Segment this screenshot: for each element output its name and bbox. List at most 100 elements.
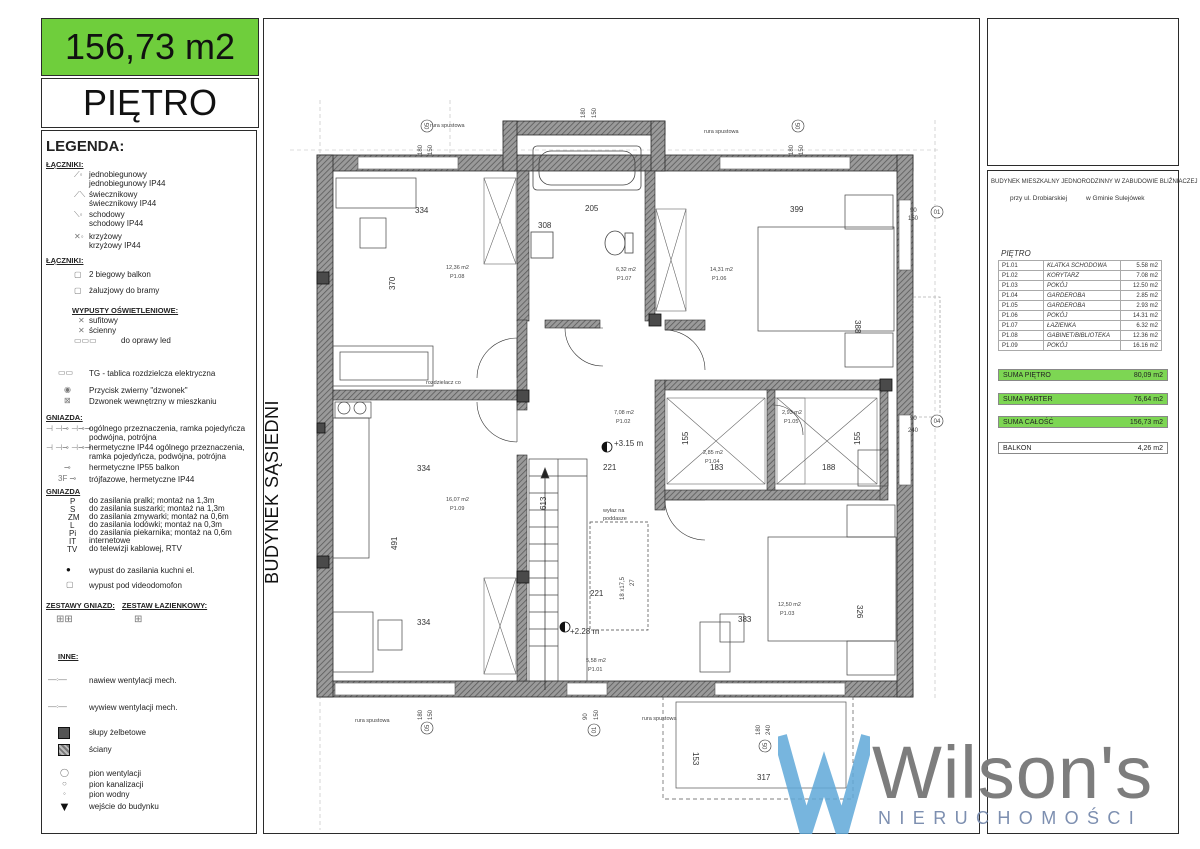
dim-180-a: 180 [418, 144, 424, 155]
dim-90-b: 90 [910, 416, 917, 422]
code-p: P [70, 497, 76, 506]
legend-switch-4: świecznikowy IP44 [89, 199, 157, 208]
svg-text:2,93 m2: 2,93 m2 [782, 410, 802, 416]
legend-switch-2: jednobiegunowy IP44 [89, 179, 166, 188]
kitchen-outlet-icon: ● [66, 565, 71, 574]
code-tv: TV [67, 545, 78, 554]
interior-walls [332, 170, 889, 682]
sockets2-heading: GNIAZDA [46, 487, 81, 496]
wall-swatch [58, 744, 70, 756]
stair-switch-icon: ⟍◦ [74, 210, 83, 219]
ceiling-light-icon: ✕ [78, 316, 85, 325]
bell-button-icon: ◉ [64, 385, 71, 394]
level-lower: +2.28 m [570, 627, 599, 636]
legend-socket-6: trójfazowe, hermetyczne IP44 [89, 475, 195, 484]
legend-socket-4: ramka pojedyńcza, podwójna, potrójna [89, 452, 226, 461]
wall-light-icon: ✕ [78, 326, 85, 335]
three-phase-socket-icon: 3F ⊸ [58, 474, 77, 483]
svg-text:P1.08: P1.08 [450, 274, 464, 280]
legend-socket2-5: do zasilania piekarnika; montaż na 0,6m [89, 528, 232, 537]
legend-socket2-2: do zasilania suszarki; montaż na 1,3m [89, 504, 225, 513]
code-zm: ZM [68, 513, 80, 522]
dim-183: 183 [710, 463, 724, 472]
svg-text:12,36 m2: 12,36 m2 [446, 265, 469, 271]
socket-ip44-icon: ⊣ ⊣⊸ ⊣⊸⊸ [46, 443, 92, 452]
svg-text:01: 01 [934, 210, 941, 216]
column-swatch [58, 727, 70, 739]
switches-heading: ŁĄCZNIKI: [46, 160, 84, 169]
switches2-heading: ŁĄCZNIKI: [46, 256, 84, 265]
svg-text:rura spustowa: rura spustowa [355, 718, 390, 724]
legend-socket2-6: internetowe [89, 536, 131, 545]
dim-150: 150 [908, 216, 919, 222]
exhaust-vent-icon: —◦— [48, 702, 67, 711]
legend-socket2-4: do zasilania lodówki; montaż na 0,3m [89, 520, 222, 529]
svg-text:P1.07: P1.07 [617, 276, 631, 282]
dim-steps: 18 x17,5 [620, 576, 626, 600]
dim-491: 491 [390, 536, 399, 550]
svg-text:P1.09: P1.09 [450, 506, 464, 512]
chandelier-switch-icon: ⟋⟍ [74, 190, 86, 199]
legend-light-1: sufitowy [89, 316, 118, 325]
lights-heading: WYPUSTY OŚWIETLENIOWE: [72, 306, 179, 315]
outer-walls [316, 120, 914, 698]
legend-other-7: pion wodny [89, 790, 130, 799]
floor-plan-frame [263, 18, 980, 834]
bell-icon: ⊠ [64, 396, 71, 405]
switchboard-icon: ▭▭ [58, 368, 74, 377]
legend-socket2-7: do telewizji kablowej, RTV [89, 544, 182, 553]
legend-switch-8: krzyżowy IP44 [89, 241, 141, 250]
total-area-value: 156,73 m2 [64, 26, 236, 67]
title-block-top [987, 18, 1179, 166]
legend-misc-3: Dzwonek wewnętrzny w mieszkaniu [89, 397, 217, 406]
videophone-icon: ▢ [66, 580, 74, 589]
floor-title-box: PIĘTRO [41, 78, 259, 128]
dim-613: 613 [539, 496, 548, 510]
legend-switch-7: krzyżowy [89, 232, 122, 241]
dim-27: 27 [630, 579, 636, 586]
svg-text:rozdzielacz co: rozdzielacz co [426, 380, 461, 386]
dim-90-c: 90 [583, 713, 589, 720]
beds [757, 194, 897, 676]
legend-socket2-3: do zasilania zmywarki; montaż na 0,6m [89, 512, 229, 521]
legend-other-6: pion kanalizacji [89, 780, 144, 789]
svg-text:05: 05 [425, 724, 431, 731]
legend-switch-3: świecznikowy [89, 190, 138, 199]
svg-text:wyłaz na: wyłaz na [602, 508, 625, 514]
dim-399: 399 [790, 205, 804, 214]
vent-riser-icon: ◯ [60, 768, 69, 777]
legend-socket-2: podwójna, potrójna [89, 433, 157, 442]
entrance-icon: ▼ [58, 799, 71, 814]
info-panel [987, 170, 1179, 834]
svg-text:7,08 m2: 7,08 m2 [614, 410, 634, 416]
doors [476, 327, 804, 541]
dim-240-b: 240 [766, 724, 772, 735]
bathroom-set-heading: ZESTAW ŁAZIENKOWY: [122, 601, 208, 610]
dim-221-a: 221 [603, 463, 617, 472]
svg-text:05: 05 [425, 122, 431, 129]
total-area-badge: 156,73 m2 [41, 18, 259, 76]
svg-text:14,31 m2: 14,31 m2 [710, 267, 733, 273]
dim-150-c: 150 [799, 144, 805, 155]
axis-markers [420, 119, 944, 753]
columns [316, 271, 893, 584]
legend-title: LEGENDA: [46, 138, 125, 155]
dim-150-d: 150 [428, 709, 434, 720]
floor-title: PIĘTRO [82, 82, 217, 123]
balcony [662, 696, 854, 800]
dim-155-b: 155 [853, 431, 862, 445]
drainpipe-labels: rura spustowa rura spustowa rura spustow… [355, 123, 739, 724]
code-it: IT [69, 537, 77, 546]
dim-221-b: 221 [590, 589, 604, 598]
dim-334-a: 334 [415, 206, 429, 215]
legend-socket2-1: do zasilania pralki; montaż na 1,3m [89, 496, 215, 505]
